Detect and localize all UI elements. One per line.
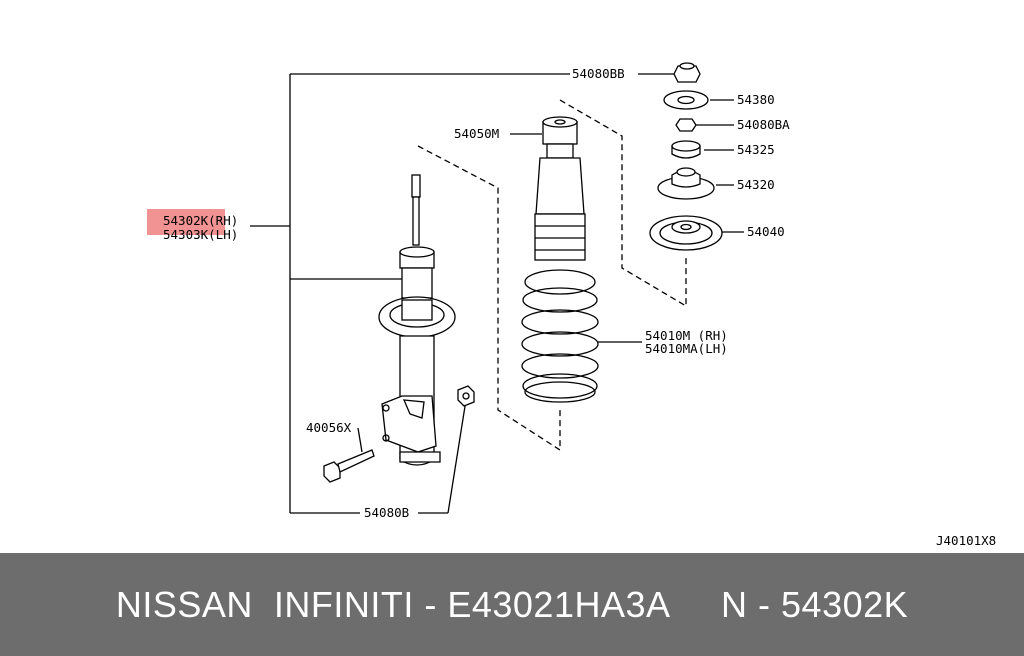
label-54325: 54325 bbox=[737, 142, 775, 157]
nut-54080b bbox=[457, 385, 475, 407]
label-40056x: 40056X bbox=[306, 420, 352, 435]
label-54080bb: 54080BB bbox=[572, 66, 625, 81]
assembly-guides bbox=[417, 99, 687, 452]
strut-54302k bbox=[378, 174, 456, 466]
label-54010ma: 54010MA(LH) bbox=[645, 341, 728, 356]
leader-lines bbox=[250, 73, 744, 514]
part-number-text: NISSAN INFINITI - E43021HA3A N - 54302K bbox=[115, 583, 909, 625]
label-54320: 54320 bbox=[737, 177, 775, 192]
bushing-54325 bbox=[671, 140, 701, 159]
label-54050m: 54050M bbox=[454, 126, 499, 141]
part-number-banner: NISSAN INFINITI - E43021HA3A N - 54302K bbox=[0, 553, 1024, 656]
highlight-box bbox=[147, 209, 225, 235]
label-54080b: 54080B bbox=[364, 505, 409, 520]
insulator-54320 bbox=[657, 167, 715, 200]
label-54080ba: 54080BA bbox=[737, 117, 790, 132]
label-54303k: 54303K(LH) bbox=[163, 227, 238, 242]
parts-diagram: 54302K(RH) 54303K(LH) 54080BB 54380 5408… bbox=[147, 62, 996, 548]
drawing-code: J40101X8 bbox=[936, 533, 996, 548]
label-54380: 54380 bbox=[737, 92, 775, 107]
bolt-40056x bbox=[323, 449, 375, 483]
label-54040: 54040 bbox=[747, 224, 785, 239]
nut-54080ba bbox=[675, 118, 697, 132]
boot-54050m bbox=[534, 116, 586, 261]
seat-54040 bbox=[649, 215, 723, 251]
washer-54380 bbox=[663, 90, 709, 110]
coil-spring-54010m bbox=[521, 269, 599, 403]
label-54302k: 54302K(RH) bbox=[163, 213, 238, 228]
label-54010m: 54010M (RH) bbox=[645, 328, 728, 343]
nut-54080bb bbox=[673, 62, 701, 83]
